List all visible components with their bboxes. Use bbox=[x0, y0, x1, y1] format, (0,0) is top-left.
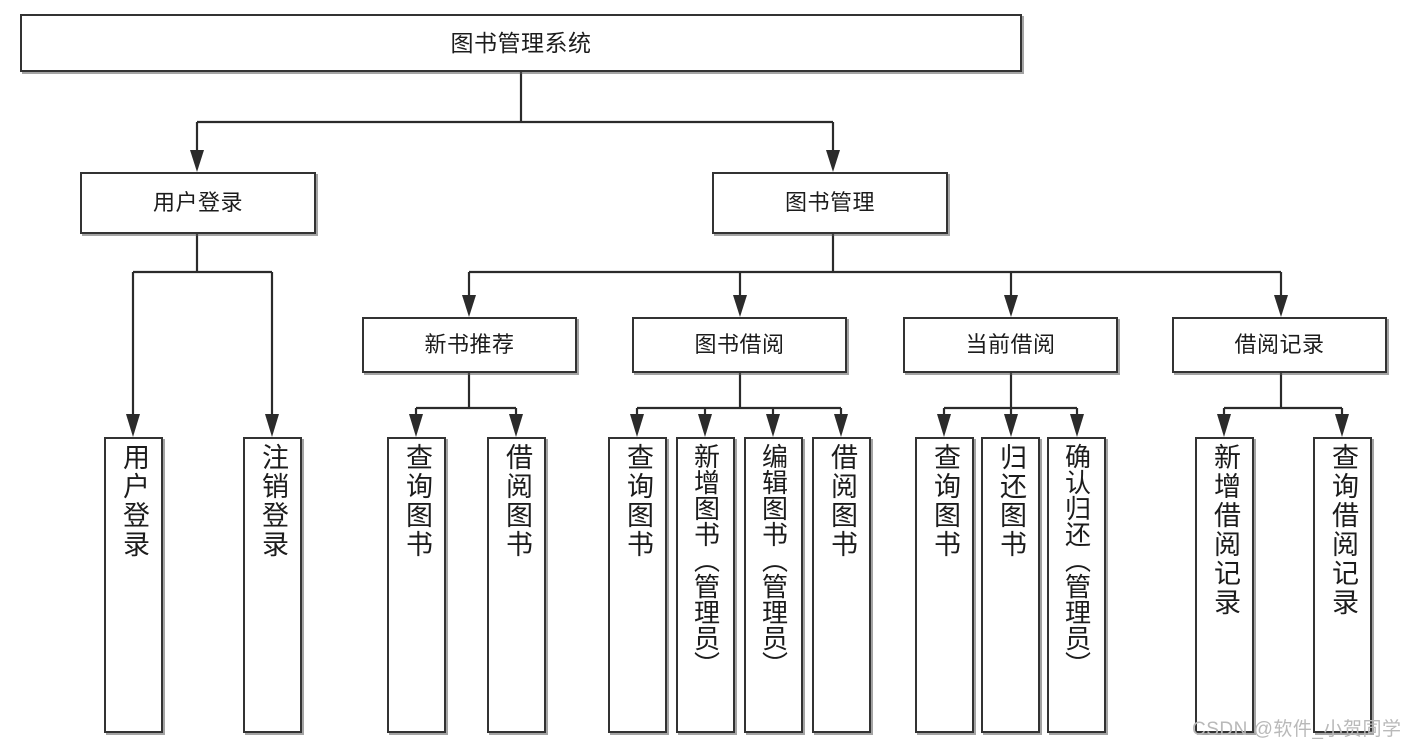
leaf-book-borrow-query-books[interactable]: 查询图书 bbox=[608, 437, 667, 733]
node-label: 新书推荐 bbox=[424, 332, 515, 358]
node-label: 新增图书（管理员） bbox=[690, 443, 721, 677]
leaf-borrow-record-query-record[interactable]: 查询借阅记录 bbox=[1313, 437, 1372, 733]
leaf-book-borrow-edit-book-admin[interactable]: 编辑图书（管理员） bbox=[744, 437, 803, 733]
node-user-login[interactable]: 用户登录 bbox=[80, 172, 316, 234]
node-new-book-recommendation[interactable]: 新书推荐 bbox=[362, 317, 577, 373]
node-label: 新增借阅记录 bbox=[1210, 443, 1240, 617]
node-label: 当前借阅 bbox=[965, 332, 1056, 358]
node-label: 查询图书 bbox=[930, 443, 960, 559]
leaf-current-borrow-return-books[interactable]: 归还图书 bbox=[981, 437, 1040, 733]
leaf-borrow-record-add-record[interactable]: 新增借阅记录 bbox=[1195, 437, 1254, 733]
leaf-user-login-signout[interactable]: 注销登录 bbox=[243, 437, 302, 733]
node-label: 查询图书 bbox=[402, 443, 432, 559]
node-label: 归还图书 bbox=[996, 443, 1026, 559]
node-label: 确认归还（管理员） bbox=[1061, 443, 1092, 677]
node-label: 图书借阅 bbox=[694, 332, 785, 358]
node-label: 编辑图书（管理员） bbox=[758, 443, 789, 677]
node-label: 查询借阅记录 bbox=[1328, 443, 1358, 617]
node-label: 借阅图书 bbox=[502, 443, 532, 559]
leaf-new-book-query-books[interactable]: 查询图书 bbox=[387, 437, 446, 733]
node-book-management[interactable]: 图书管理 bbox=[712, 172, 948, 234]
csdn-watermark: CSDN @软件_小贺同学 bbox=[1192, 719, 1402, 740]
node-label: 用户登录 bbox=[119, 443, 149, 559]
leaf-book-borrow-add-book-admin[interactable]: 新增图书（管理员） bbox=[676, 437, 735, 733]
node-current-borrowing[interactable]: 当前借阅 bbox=[903, 317, 1118, 373]
leaf-book-borrow-borrow-books[interactable]: 借阅图书 bbox=[812, 437, 871, 733]
leaf-current-borrow-query-books[interactable]: 查询图书 bbox=[915, 437, 974, 733]
node-label: 用户登录 bbox=[152, 190, 243, 216]
node-label: 借阅图书 bbox=[827, 443, 857, 559]
node-root-library-management-system[interactable]: 图书管理系统 bbox=[20, 14, 1022, 72]
node-book-borrowing[interactable]: 图书借阅 bbox=[632, 317, 847, 373]
node-label: 图书管理 bbox=[784, 190, 875, 216]
leaf-current-borrow-confirm-return-admin[interactable]: 确认归还（管理员） bbox=[1047, 437, 1106, 733]
node-label: 图书管理系统 bbox=[450, 29, 592, 56]
node-label: 借阅记录 bbox=[1234, 332, 1325, 358]
node-label: 注销登录 bbox=[258, 443, 288, 559]
leaf-new-book-borrow-books[interactable]: 借阅图书 bbox=[487, 437, 546, 733]
node-borrow-records[interactable]: 借阅记录 bbox=[1172, 317, 1387, 373]
node-label: 查询图书 bbox=[623, 443, 653, 559]
leaf-user-login-signin[interactable]: 用户登录 bbox=[104, 437, 163, 733]
